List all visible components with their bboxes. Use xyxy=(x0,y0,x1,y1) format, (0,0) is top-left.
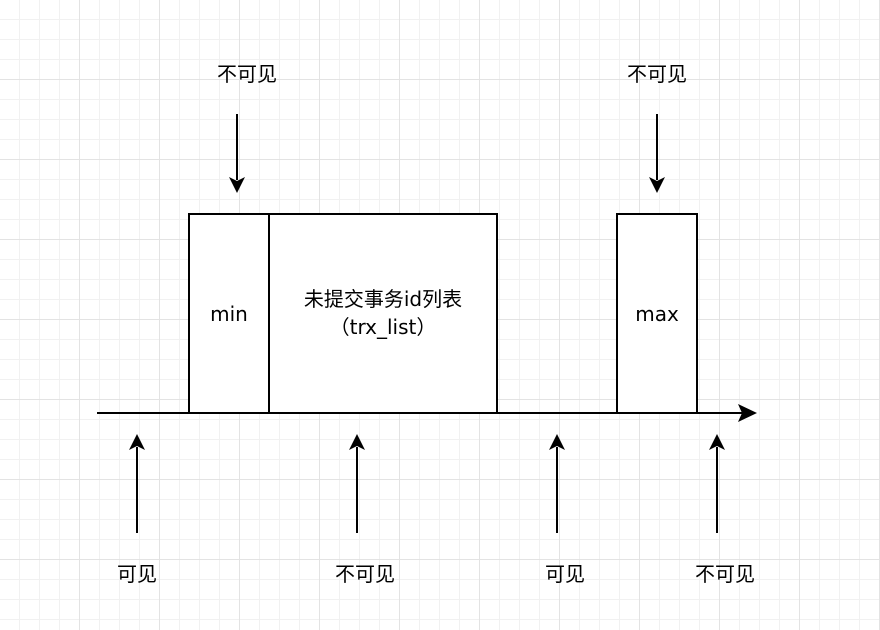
label-invisible-4: 不可见 xyxy=(695,562,755,586)
trx-list-box xyxy=(268,213,498,414)
trx-list-label-line2: （trx_list） xyxy=(329,315,437,339)
up-arrow-4 xyxy=(709,434,725,533)
down-arrow-max xyxy=(649,114,665,193)
label-visible-3: 可见 xyxy=(545,562,585,586)
max-box xyxy=(616,213,698,414)
trx-list-label-line1: 未提交事务id列表 xyxy=(303,287,463,311)
max-label: max xyxy=(635,302,679,326)
label-invisible-above-max: 不可见 xyxy=(627,62,687,86)
trx-list-label: 未提交事务id列表 （trx_list） xyxy=(304,285,462,341)
label-invisible-2: 不可见 xyxy=(335,562,395,586)
label-visible-1: 可见 xyxy=(117,562,157,586)
up-arrow-2 xyxy=(349,434,365,533)
min-box xyxy=(188,213,270,414)
label-invisible-above-min: 不可见 xyxy=(217,62,277,86)
min-label: min xyxy=(210,302,248,326)
timeline-arrowhead xyxy=(738,404,757,422)
up-arrow-1 xyxy=(129,434,145,533)
up-arrow-3 xyxy=(549,434,565,533)
down-arrow-min xyxy=(229,114,245,193)
